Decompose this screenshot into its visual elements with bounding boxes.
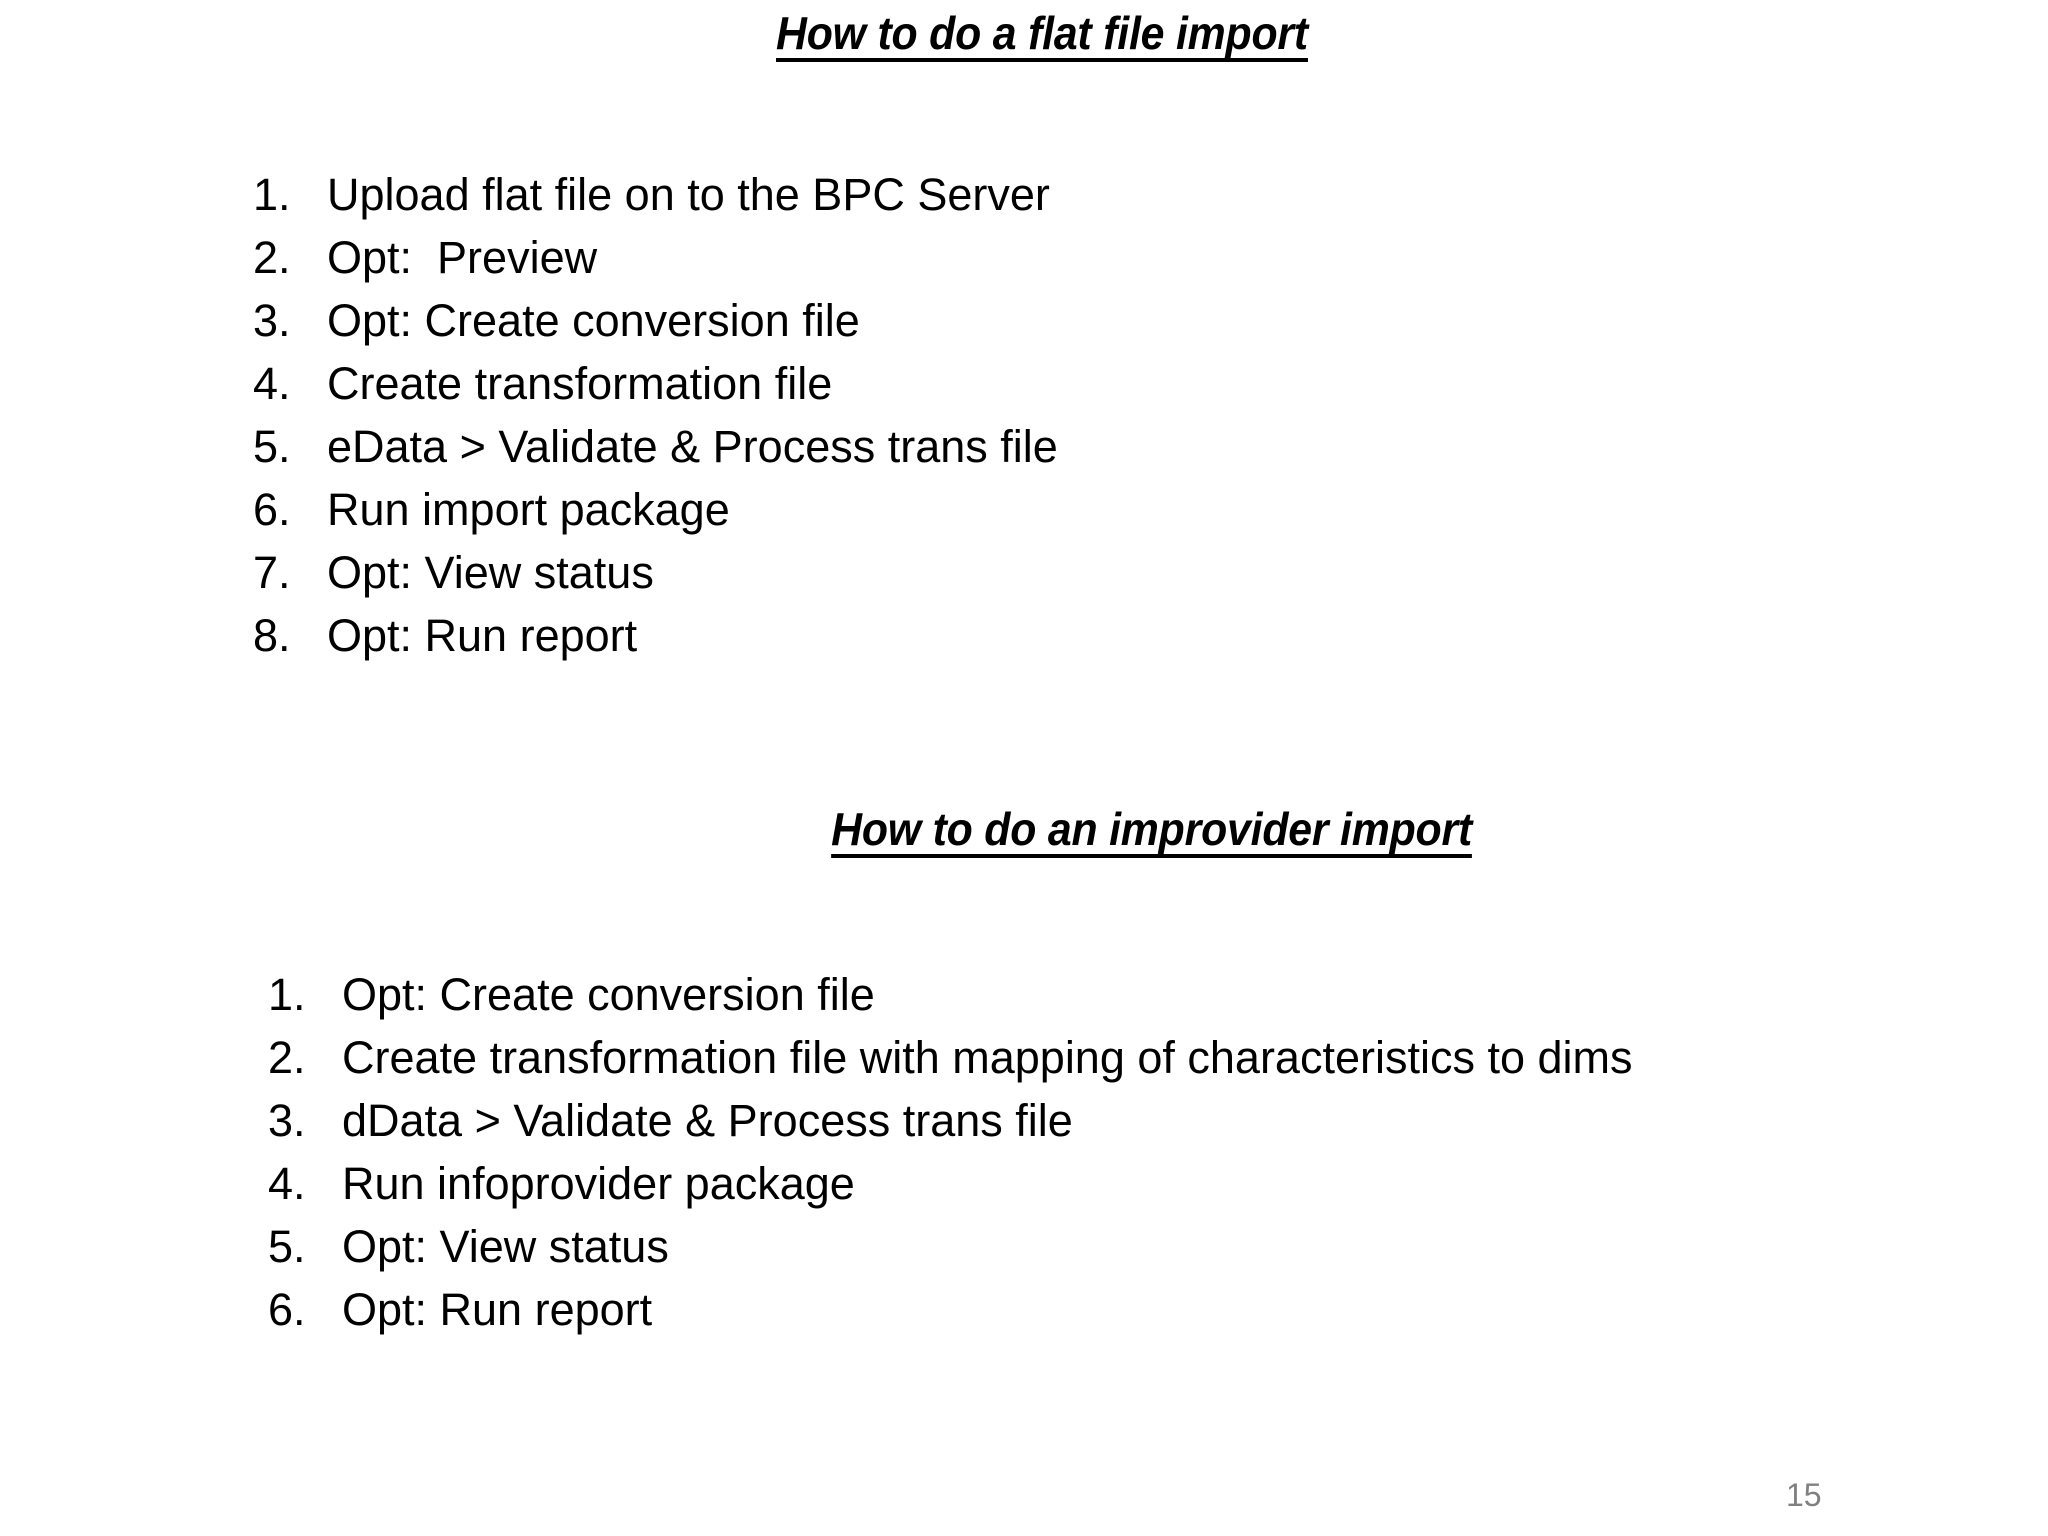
list-item-number: 5.	[253, 421, 291, 472]
list-item-label: Opt: View status	[342, 1221, 669, 1272]
list-item-number: 1.	[268, 969, 306, 1020]
list-item: 7. Opt: View status	[253, 541, 1058, 604]
list-item: 8. Opt: Run report	[253, 604, 1058, 667]
list-item-label: Run import package	[327, 484, 730, 535]
section-heading-improvider-import: How to do an improvider import	[0, 806, 2048, 858]
list-item-number: 4.	[268, 1158, 306, 1209]
steps-list-flat-file-import: 1. Upload flat file on to the BPC Server…	[253, 163, 1058, 667]
list-item-label: Opt: View status	[327, 547, 654, 598]
list-item: 4. Create transformation file	[253, 352, 1058, 415]
list-item: 5. Opt: View status	[268, 1215, 1633, 1278]
list-item-label: Opt: Create conversion file	[342, 969, 875, 1020]
list-item-number: 5.	[268, 1221, 306, 1272]
list-item: 2. Opt: Preview	[253, 226, 1058, 289]
list-item: 6. Opt: Run report	[268, 1278, 1633, 1341]
list-item-number: 6.	[253, 484, 291, 535]
list-item-label: Create transformation file	[327, 358, 833, 409]
steps-list-improvider-import: 1. Opt: Create conversion file 2. Create…	[268, 963, 1633, 1341]
list-item-label: Upload flat file on to the BPC Server	[327, 169, 1050, 220]
list-item: 6. Run import package	[253, 478, 1058, 541]
list-item-number: 6.	[268, 1284, 306, 1335]
list-item-number: 2.	[268, 1032, 306, 1083]
list-item-number: 1.	[253, 169, 291, 220]
list-item: 1. Upload flat file on to the BPC Server	[253, 163, 1058, 226]
list-item-number: 3.	[253, 295, 291, 346]
list-item-label: dData > Validate & Process trans file	[342, 1095, 1073, 1146]
list-item-label: Opt: Run report	[342, 1284, 653, 1335]
section-heading-flat-file-import: How to do a flat file import	[0, 10, 2048, 62]
list-item: 1. Opt: Create conversion file	[268, 963, 1633, 1026]
list-item-number: 8.	[253, 610, 291, 661]
list-item-label: Create transformation file with mapping …	[342, 1032, 1633, 1083]
list-item: 5. eData > Validate & Process trans file	[253, 415, 1058, 478]
list-item: 4. Run infoprovider package	[268, 1152, 1633, 1215]
list-item: 2. Create transformation file with mappi…	[268, 1026, 1633, 1089]
list-item-label: eData > Validate & Process trans file	[327, 421, 1058, 472]
list-item-label: Run infoprovider package	[342, 1158, 855, 1209]
list-item-label: Opt: Run report	[327, 610, 638, 661]
list-item-label: Opt: Create conversion file	[327, 295, 860, 346]
page-number: 15	[1786, 1477, 1822, 1513]
list-item-number: 4.	[253, 358, 291, 409]
section-heading-flat-file-import-text: How to do a flat file import	[776, 10, 1308, 62]
list-item-label: Opt: Preview	[327, 232, 598, 283]
list-item: 3. dData > Validate & Process trans file	[268, 1089, 1633, 1152]
list-item-number: 2.	[253, 232, 291, 283]
list-item-number: 7.	[253, 547, 291, 598]
list-item: 3. Opt: Create conversion file	[253, 289, 1058, 352]
list-item-number: 3.	[268, 1095, 306, 1146]
section-heading-improvider-import-text: How to do an improvider import	[831, 806, 1473, 858]
